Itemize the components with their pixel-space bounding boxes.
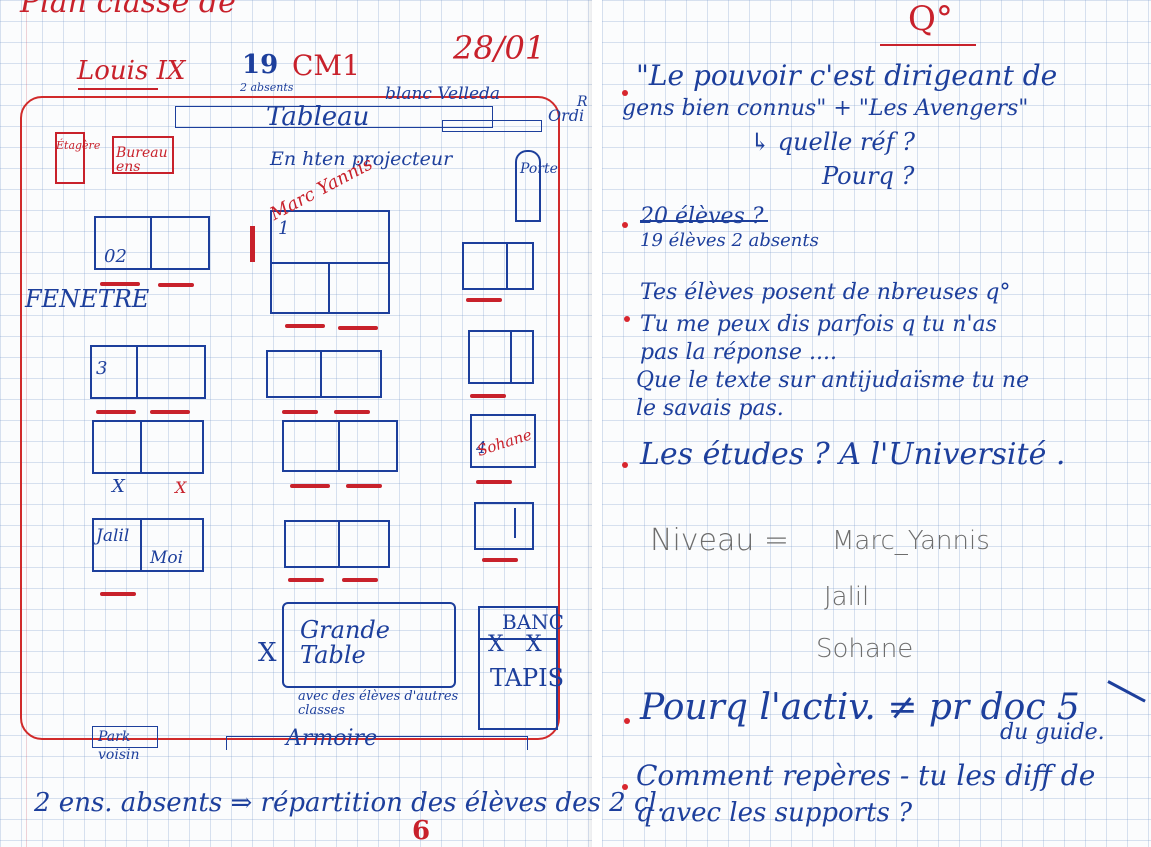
- q3-line3: pas la réponse ....: [640, 342, 837, 364]
- niveau-label: Niveau =: [650, 526, 789, 556]
- niveau-marc: Marc_Yannis: [832, 528, 990, 554]
- x-grande-table: X: [258, 640, 277, 666]
- q2-struck: 20 élèves ?: [640, 206, 764, 228]
- desk-divider: [514, 508, 516, 538]
- desk-separator: [270, 262, 390, 264]
- porte-label: Porte: [520, 162, 534, 177]
- desk-3-label: 3: [96, 360, 107, 378]
- chair: [466, 298, 502, 302]
- desk-pair: [92, 420, 204, 474]
- chair: [96, 410, 136, 414]
- heading-underline: [880, 44, 976, 46]
- grande-table-note: avec des élèves d'autres classes: [298, 690, 468, 719]
- chair: [100, 282, 140, 286]
- desk-02-label: 02: [104, 248, 127, 266]
- chair: [290, 484, 330, 488]
- x-mark-red: X: [175, 480, 186, 496]
- bullet: [624, 718, 630, 724]
- armoire-label: Armoire: [286, 728, 377, 750]
- q1-line4: Pourq ?: [822, 164, 914, 188]
- chair: [288, 578, 324, 582]
- desk-divider: [140, 518, 142, 572]
- desk-divider: [320, 350, 322, 398]
- school-underline: [78, 88, 158, 90]
- tapis-label: TAPIS: [490, 666, 564, 690]
- date: 28/01: [453, 32, 545, 64]
- q6-line1: Comment repères - tu les diff de: [636, 762, 1095, 790]
- school-name: Louis IX: [77, 58, 185, 84]
- chair: [100, 592, 136, 596]
- desk-pair: [284, 520, 390, 568]
- board-label-r: R: [577, 95, 588, 109]
- banc-label: BANC: [502, 612, 564, 632]
- chair: [346, 484, 382, 488]
- bottom-note: 2 ens. absents ⇒ répartition des élèves …: [34, 790, 665, 816]
- q3-line2: Tu me peux dis parfois q tu n'as: [640, 314, 997, 336]
- chair: [285, 324, 325, 328]
- window-label: FENETRE: [25, 280, 43, 318]
- desk-divider: [328, 262, 330, 314]
- q3-line5: le savais pas.: [636, 398, 784, 420]
- page-gutter: [592, 0, 602, 847]
- chair: [342, 578, 378, 582]
- board-label-blanc: blanc Velleda: [385, 86, 500, 103]
- red-marker: [250, 226, 255, 262]
- computer-desk: [442, 120, 542, 132]
- niveau-jalil: Jalil: [824, 584, 869, 610]
- grande-table-label: Grande Table: [300, 618, 410, 668]
- desk-pair: [266, 350, 382, 398]
- q4: Les études ? A l'Université .: [640, 440, 1065, 470]
- desk-divider: [338, 520, 340, 568]
- chair: [338, 326, 378, 330]
- chair: [282, 410, 318, 414]
- bullet: [622, 784, 628, 790]
- desk-divider: [140, 420, 142, 474]
- bullet: [624, 316, 630, 322]
- ordi-label: Ordi: [548, 108, 584, 124]
- absents-note: 2 absents: [240, 82, 293, 93]
- bullet: [622, 462, 628, 468]
- chair: [334, 410, 370, 414]
- desk-divider: [150, 216, 152, 270]
- etagere-label: Étagère: [56, 140, 100, 151]
- student-count: 19: [242, 52, 278, 78]
- niveau-sohane: Sohane: [816, 636, 913, 662]
- right-heading: Q°: [908, 2, 953, 36]
- desk-divider: [506, 242, 508, 290]
- x-banc-1: X: [488, 634, 504, 656]
- q5-line2: du guide.: [1000, 722, 1105, 744]
- q1-line1: "Le pouvoir c'est dirigeant de: [636, 62, 1057, 90]
- q1-line3: ↳ quelle réf ?: [750, 130, 915, 154]
- parking-label: Park voisin: [98, 728, 162, 764]
- class-name: CM1: [292, 52, 360, 80]
- q2-corrected: 19 élèves 2 absents: [640, 232, 819, 250]
- desk-divider: [338, 420, 340, 472]
- chair: [150, 410, 190, 414]
- chair: [482, 558, 518, 562]
- board-label-tableau: Tableau: [266, 104, 369, 130]
- q3-line4: Que le texte sur antijudaïsme tu ne: [636, 370, 1029, 392]
- strikethrough: [640, 220, 768, 222]
- chair: [476, 480, 512, 484]
- desk-pair: [474, 502, 534, 550]
- student-jalil: Jalil: [96, 528, 129, 545]
- q3-line1: Tes élèves posent de nbreuses q°: [640, 282, 1010, 304]
- desk-pair: [462, 242, 534, 290]
- bullet: [622, 222, 628, 228]
- bureau-label: Bureau ens: [116, 146, 172, 174]
- chair: [470, 394, 506, 398]
- desk-pair: [282, 420, 398, 472]
- x-banc-2: X: [526, 634, 542, 656]
- top-partial-title: Plan classe de: [20, 0, 236, 18]
- x-mark: X: [112, 478, 125, 496]
- desk-divider: [136, 345, 138, 399]
- desk-pair: [468, 330, 534, 384]
- q6-line2: q avec les supports ?: [636, 800, 912, 826]
- chair: [158, 283, 194, 287]
- bottom-number: 6: [412, 818, 430, 844]
- desk-divider: [510, 330, 512, 384]
- q1-line2: gens bien connus" + "Les Avengers": [622, 98, 1028, 120]
- moi-label: Moi: [150, 550, 183, 567]
